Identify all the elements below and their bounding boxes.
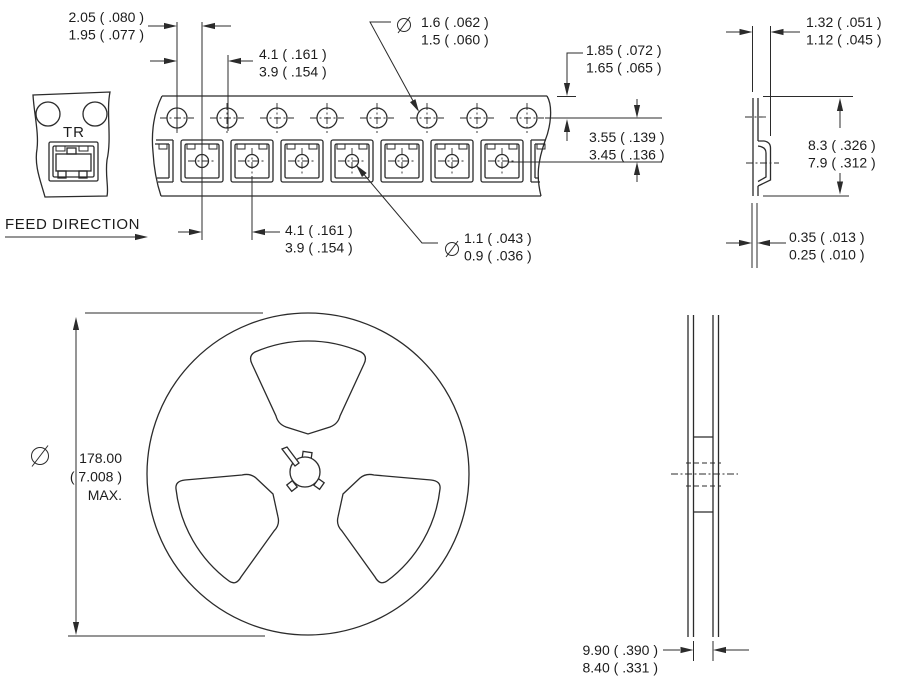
sprocket-hole-icon — [159, 102, 545, 134]
dim-edge-to-hole: 1.85 ( .072 ) 1.65 ( .065 ) — [557, 42, 662, 141]
sprocket-hole-icon — [82, 101, 108, 127]
dim-tape-thickness: 0.35 ( .013 ) 0.25 ( .010 ) — [726, 203, 865, 268]
dim-text: 9.90 ( .390 ) — [583, 642, 659, 658]
dim-text: 4.1 ( .161 ) — [285, 222, 353, 238]
dim-tape-width: 8.3 ( .326 ) 7.9 ( .312 ) — [763, 96, 876, 197]
tape-piece-with-component: TR — [32, 91, 111, 198]
dim-lateral-hole-to-pocket: 2.05 ( .080 ) 1.95 ( .077 ) — [69, 9, 231, 240]
component-pocket-icon — [180, 139, 524, 183]
feed-direction-arrow-icon — [135, 233, 148, 241]
reel-hub-icon — [280, 446, 326, 493]
dim-text: 1.32 ( .051 ) — [806, 14, 882, 30]
dim-text: ( 7.008 ) — [70, 469, 122, 485]
dim-text: 1.65 ( .065 ) — [586, 60, 662, 76]
reel-side-view — [671, 315, 738, 637]
dim-text: 3.9 ( .154 ) — [285, 240, 353, 256]
dim-text: 0.35 ( .013 ) — [789, 229, 865, 245]
dim-reel-width: 9.90 ( .390 ) 8.40 ( .331 ) — [583, 641, 749, 676]
partial-pocket-left — [155, 139, 174, 183]
dim-text: 8.40 ( .331 ) — [583, 660, 659, 676]
diameter-symbol-icon — [445, 240, 459, 258]
dim-text: 3.9 ( .154 ) — [259, 64, 327, 80]
reel-window-right — [336, 473, 441, 584]
dim-pocket-hole-diameter: 1.1 ( .043 ) 0.9 ( .036 ) — [353, 163, 532, 264]
dim-text: 4.1 ( .161 ) — [259, 46, 327, 62]
dim-hole-to-pocket: 3.55 ( .139 ) 3.45 ( .136 ) — [509, 99, 665, 182]
dim-text: 1.12 ( .045 ) — [806, 32, 882, 48]
feed-direction-label: FEED DIRECTION — [5, 216, 140, 233]
reel-front-view — [146, 312, 470, 636]
reel-window-left — [175, 473, 280, 584]
dim-text: 0.25 ( .010 ) — [789, 247, 865, 263]
sot23-component-icon — [55, 147, 92, 179]
dim-section-height: 1.32 ( .051 ) 1.12 ( .045 ) — [726, 14, 882, 136]
dim-text: 1.85 ( .072 ) — [586, 42, 662, 58]
dim-text: 3.55 ( .139 ) — [589, 129, 665, 145]
dim-text: 1.1 ( .043 ) — [464, 230, 532, 246]
diameter-symbol-icon — [397, 16, 411, 34]
sprocket-hole-icon — [35, 101, 61, 127]
hub-key-pointer — [280, 446, 300, 467]
dim-text: MAX. — [88, 487, 122, 503]
dim-text: 1.6 ( .062 ) — [421, 14, 489, 30]
dim-text: 178.00 — [79, 450, 122, 466]
partial-pocket-right — [530, 139, 546, 183]
dim-pocket-pitch: 4.1 ( .161 ) 3.9 ( .154 ) — [178, 176, 353, 256]
feed-direction: FEED DIRECTION — [5, 216, 148, 241]
dim-text: 3.45 ( .136 ) — [589, 147, 665, 163]
tape-cross-section — [745, 98, 779, 196]
dim-sprocket-pitch: 4.1 ( .161 ) 3.9 ( .154 ) — [150, 46, 327, 131]
dim-text: 2.05 ( .080 ) — [69, 9, 145, 25]
tr-label: TR — [63, 124, 85, 141]
reel-window-top — [249, 340, 367, 435]
tape-strip-top-view — [151, 95, 552, 197]
dim-text: 7.9 ( .312 ) — [808, 155, 876, 171]
dim-sprocket-hole-diameter: 1.6 ( .062 ) 1.5 ( .060 ) — [369, 14, 489, 114]
diameter-symbol-icon — [31, 445, 49, 467]
dim-text: 1.5 ( .060 ) — [421, 32, 489, 48]
dim-text: 1.95 ( .077 ) — [69, 27, 145, 43]
dim-reel-diameter: 178.00 ( 7.008 ) MAX. — [31, 312, 265, 637]
dim-text: 8.3 ( .326 ) — [808, 137, 876, 153]
dim-text: 0.9 ( .036 ) — [464, 248, 532, 264]
